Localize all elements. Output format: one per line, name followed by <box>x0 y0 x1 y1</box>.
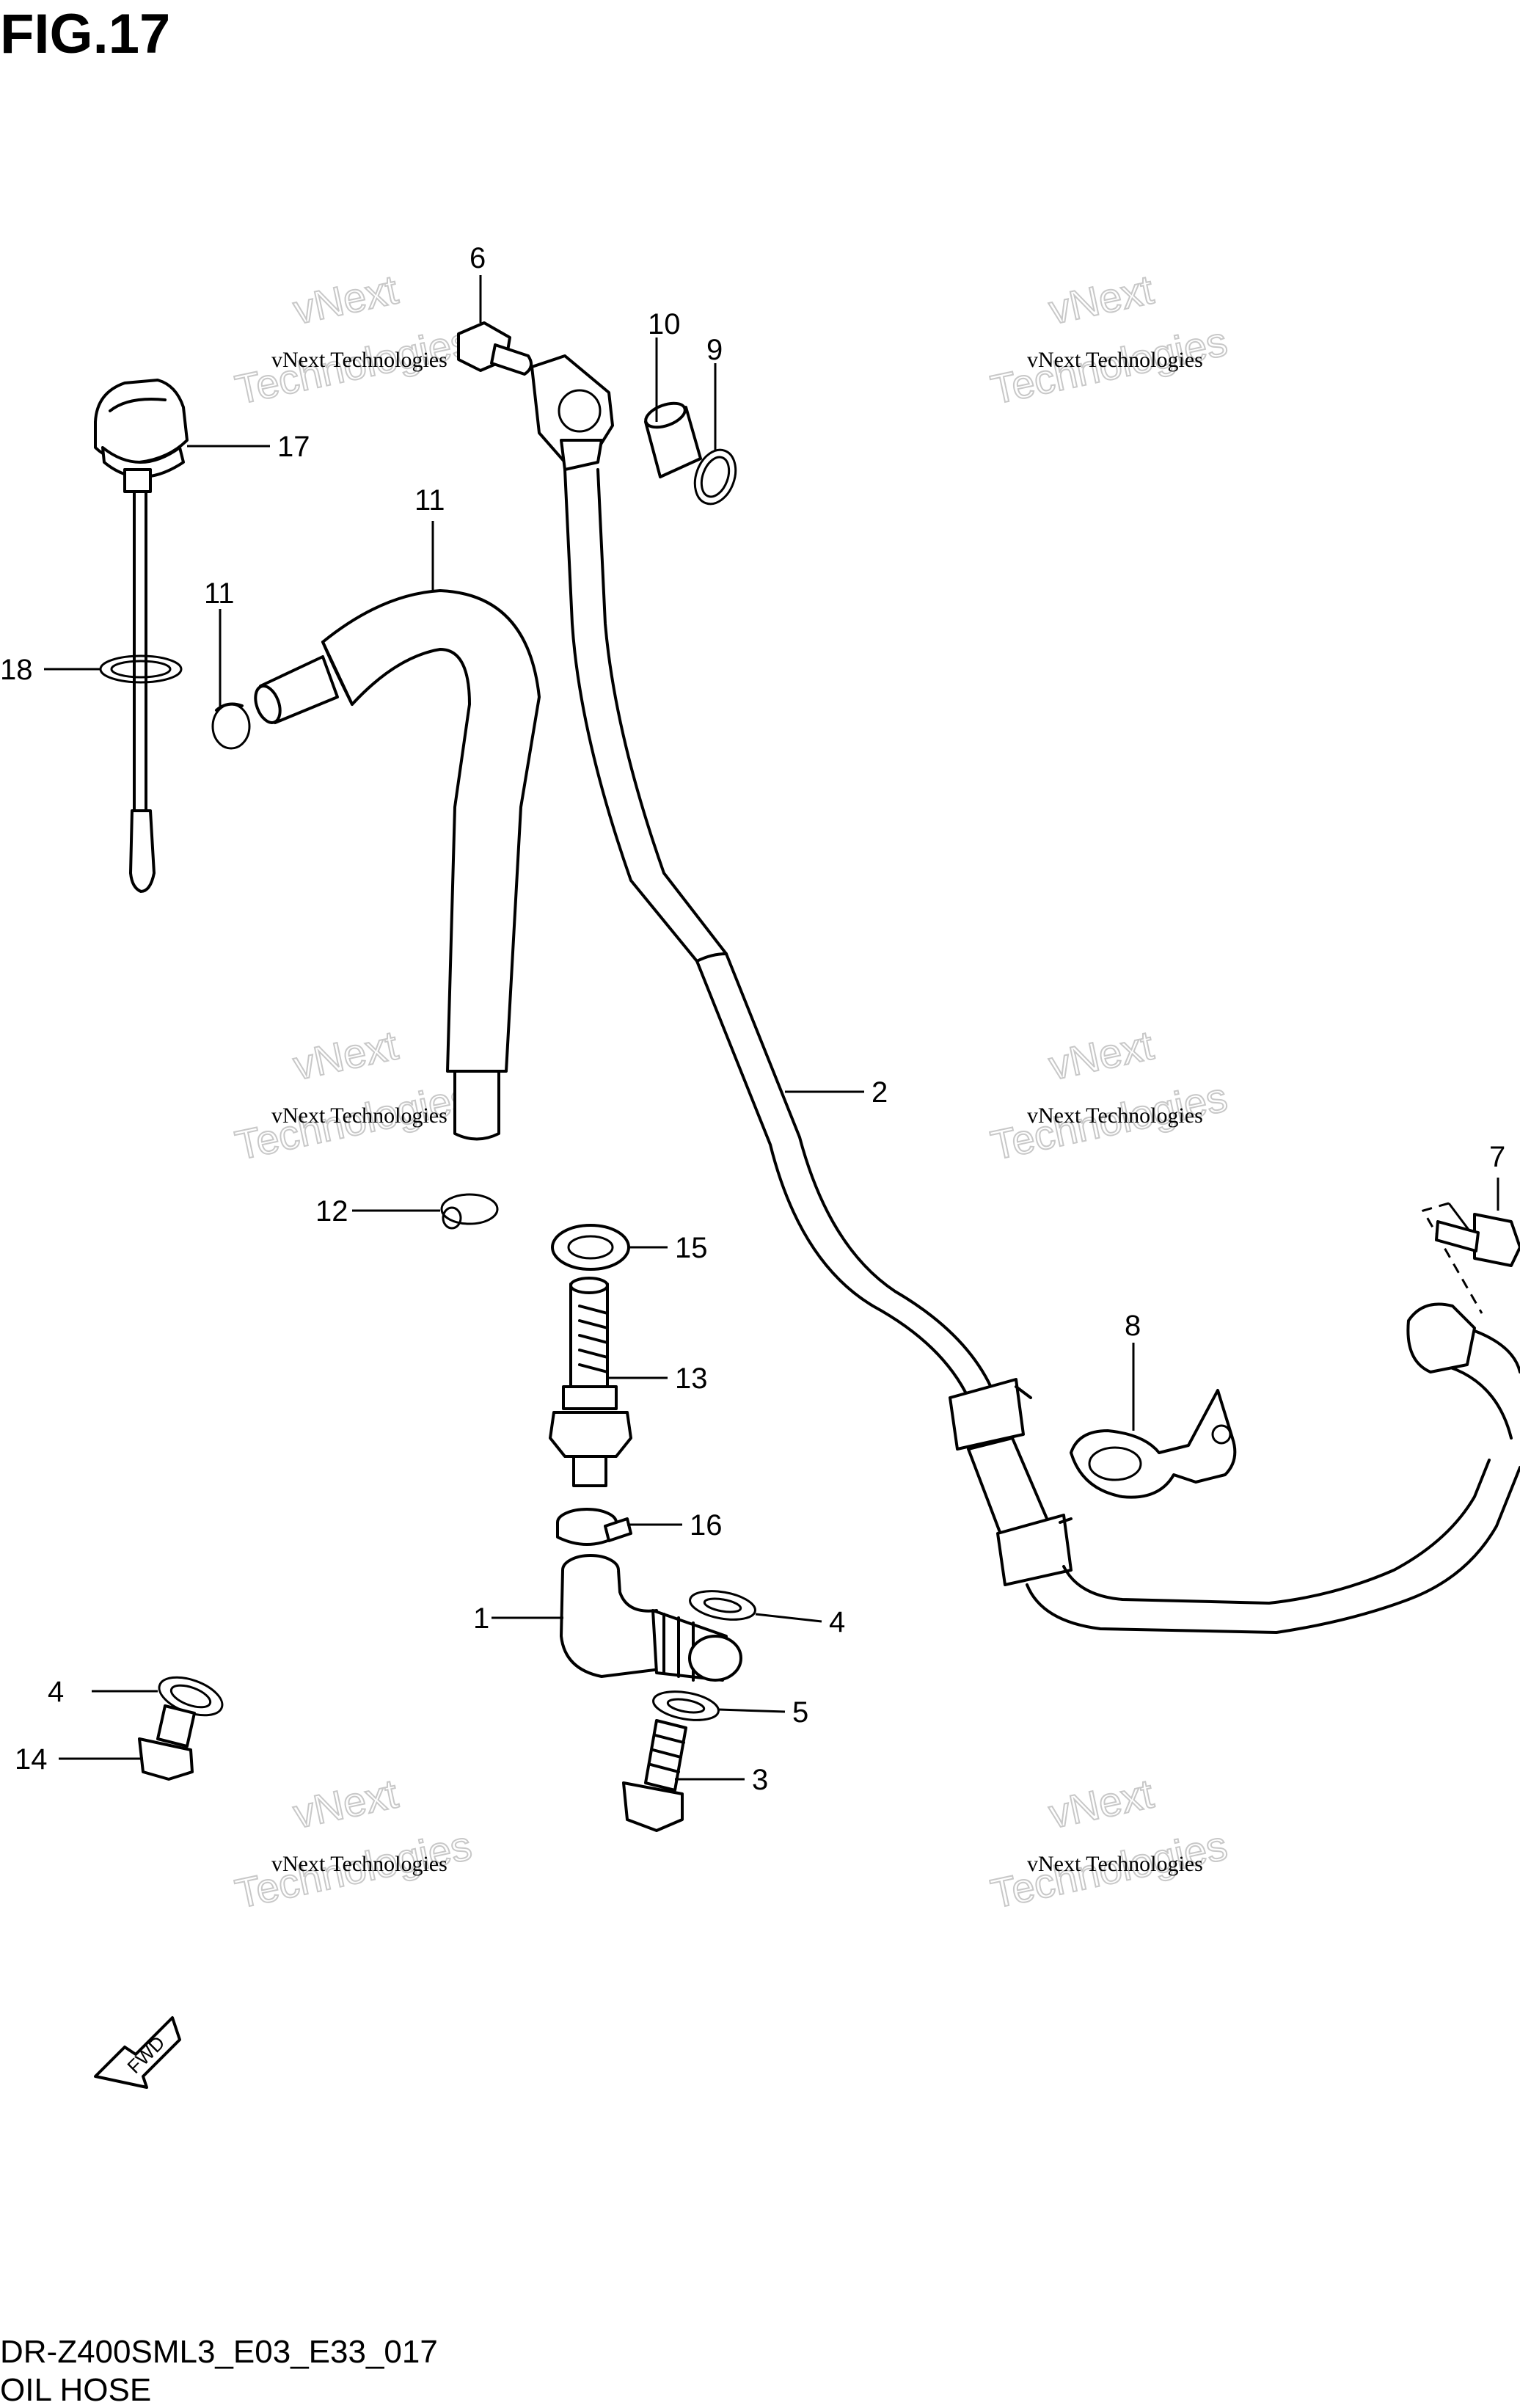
watermark-top-right: vNext Technologies vNext Technologies <box>986 265 1232 413</box>
callout-18: 4 <box>48 1676 64 1708</box>
bolt-6 <box>1421 1202 1520 1314</box>
callout-7: 9 <box>706 334 723 366</box>
svg-text:vNext Technologies: vNext Technologies <box>271 1103 447 1128</box>
hose-clamp-8 <box>1070 1389 1237 1499</box>
svg-text:vNext: vNext <box>1045 1021 1158 1088</box>
callout-16: 18 <box>0 654 33 686</box>
callout-12: 13 <box>675 1362 708 1395</box>
breather-hose <box>254 589 541 1141</box>
watermark-top-left: vNext Technologies vNext Technologies <box>230 265 476 413</box>
callout-11-upper: 11 <box>204 577 235 610</box>
gasket-4-upper <box>689 1590 756 1621</box>
o-ring-7 <box>693 448 737 506</box>
callout-2: 2 <box>872 1076 888 1109</box>
svg-text:vNext: vNext <box>289 1021 402 1088</box>
figure-title: FIG.17 <box>0 3 170 65</box>
callout-15: 17 <box>277 431 310 463</box>
callout-9: 10 <box>648 308 681 340</box>
watermark-bottom-right: vNext Technologies vNext Technologies <box>986 1769 1232 1917</box>
clip-upper <box>211 702 251 750</box>
oil-hose-1 <box>560 1554 742 1682</box>
gasket-13 <box>551 1224 630 1271</box>
callout-11-lower: 12 <box>315 1195 348 1227</box>
clip-lower <box>440 1193 499 1230</box>
callout-6: 7 <box>1489 1141 1505 1173</box>
spacer-collar-9 <box>644 401 702 478</box>
svg-text:vNext Technologies: vNext Technologies <box>271 348 447 372</box>
watermark-mid-right: vNext Technologies vNext Technologies <box>986 1021 1232 1169</box>
oil-hose-2 <box>563 468 1520 1634</box>
union-bolt-12 <box>549 1277 632 1487</box>
callout-17: 14 <box>15 1743 48 1776</box>
svg-text:vNext Technologies: vNext Technologies <box>1027 348 1203 372</box>
callout-8: 8 <box>1125 1310 1141 1342</box>
callout-10: 11 <box>414 484 445 517</box>
callout-1: 1 <box>473 1602 489 1635</box>
callout-leaders <box>44 275 1499 1781</box>
callout-5: 6 <box>469 242 486 274</box>
callout-14: 16 <box>690 1509 723 1542</box>
svg-text:vNext: vNext <box>289 266 402 332</box>
svg-text:vNext: vNext <box>1045 266 1158 332</box>
gasket-4-lower <box>652 1690 720 1721</box>
forward-direction-marker: FWD <box>94 2016 181 2089</box>
drain-plug-17 <box>138 1704 196 1781</box>
watermark-bottom-left: vNext Technologies vNext Technologies <box>230 1769 476 1917</box>
svg-text:vNext: vNext <box>1045 1770 1158 1836</box>
svg-text:vNext Technologies: vNext Technologies <box>1027 1852 1203 1876</box>
callout-labels: 6 10 9 17 11 11 18 2 7 8 12 15 13 16 1 4… <box>0 242 1505 1796</box>
union-bolt-3 <box>622 1719 687 1832</box>
callout-3: 3 <box>752 1764 768 1796</box>
callout-13: 15 <box>675 1232 708 1264</box>
svg-text:vNext Technologies: vNext Technologies <box>1027 1103 1203 1128</box>
hose-union-top <box>530 354 614 471</box>
hose-clip-14 <box>556 1508 632 1546</box>
oil-level-gauge <box>94 379 189 893</box>
diagram-code: DR-Z400SML3_E03_E33_017 <box>0 2334 438 2370</box>
bolt-union-5 <box>457 321 533 376</box>
svg-text:vNext: vNext <box>289 1770 402 1836</box>
callout-4-upper: 4 <box>829 1606 845 1638</box>
diagram-name: OIL HOSE <box>0 2372 151 2408</box>
callout-4-lower: 5 <box>792 1696 808 1729</box>
watermark-mid-left: vNext Technologies vNext Technologies <box>230 1021 476 1169</box>
svg-text:vNext Technologies: vNext Technologies <box>271 1852 447 1876</box>
